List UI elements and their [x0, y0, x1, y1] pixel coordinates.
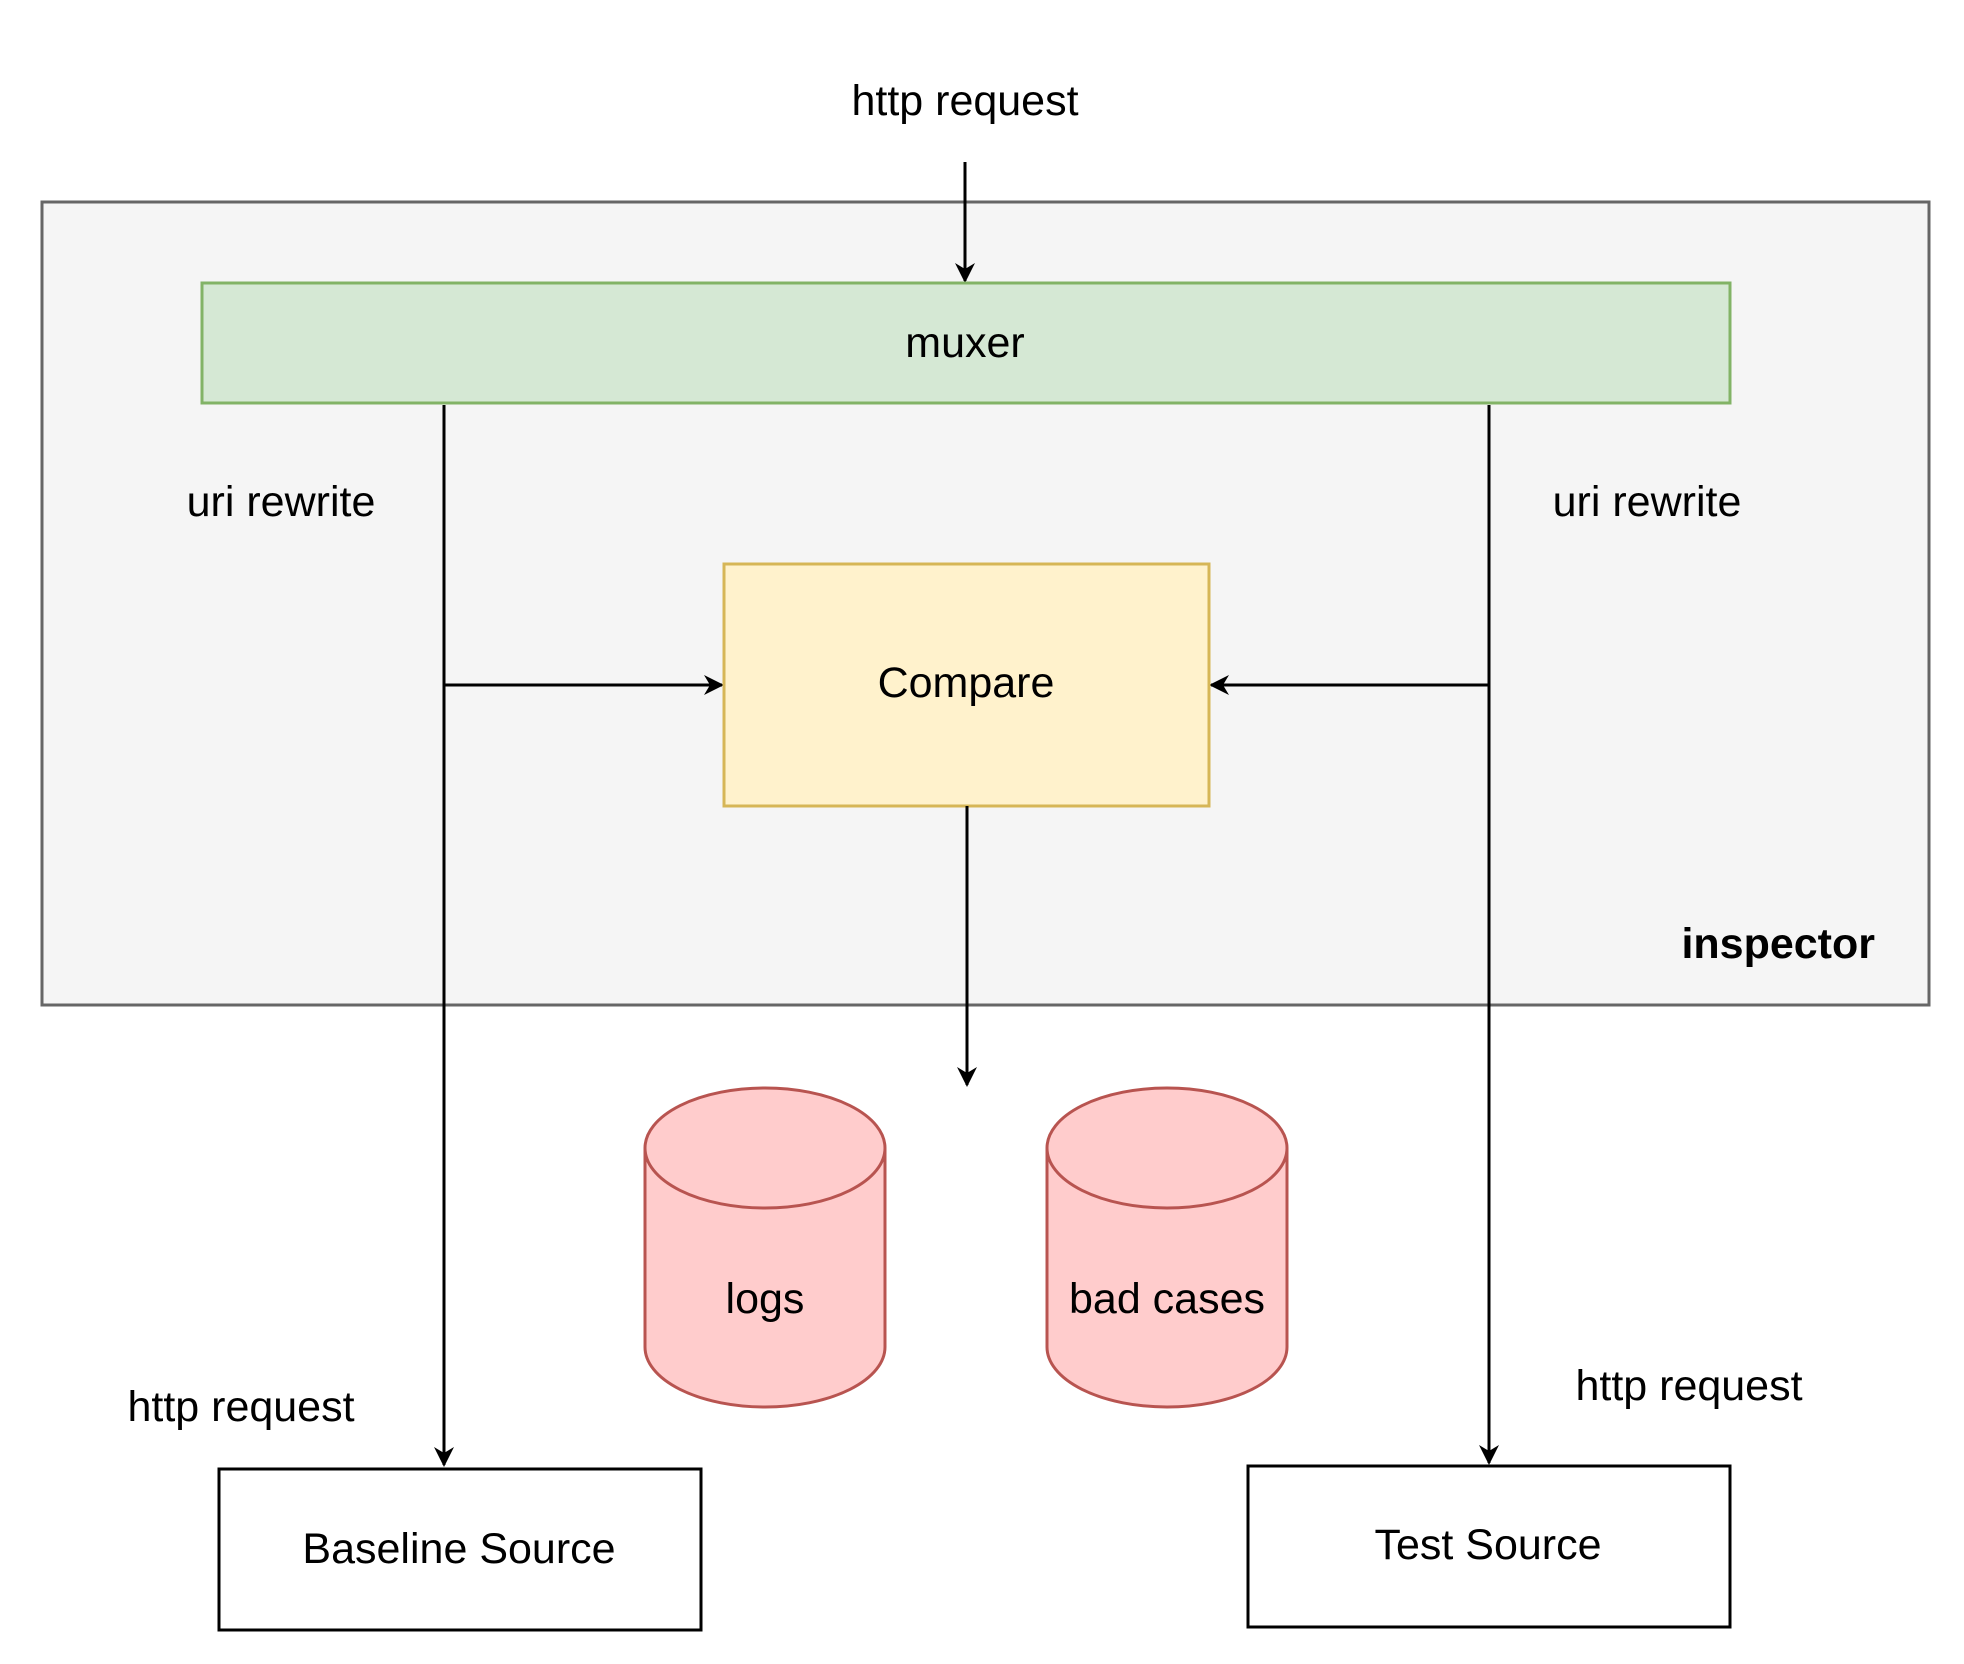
logs-database[interactable] [643, 1086, 887, 1409]
test-source-label: Test Source [1374, 1521, 1601, 1569]
right-request-label: http request [1575, 1362, 1802, 1410]
compare-node[interactable] [722, 562, 1211, 808]
left-request-label: http request [127, 1383, 354, 1431]
baseline-source-node[interactable] [217, 1467, 703, 1632]
top-request-label: http request [851, 77, 1078, 125]
muxer-label: muxer [905, 319, 1024, 367]
left-rewrite-label: uri rewrite [187, 478, 376, 526]
test-source-node[interactable] [1246, 1464, 1732, 1629]
baseline-source-label: Baseline Source [302, 1525, 615, 1573]
logs-label: logs [726, 1275, 805, 1323]
bad-cases-database[interactable] [1045, 1086, 1289, 1409]
muxer-node[interactable] [200, 281, 1732, 405]
bad-cases-label: bad cases [1069, 1275, 1265, 1323]
compare-label: Compare [878, 659, 1055, 707]
right-rewrite-label: uri rewrite [1553, 478, 1742, 526]
inspector-label: inspector [1681, 920, 1875, 968]
